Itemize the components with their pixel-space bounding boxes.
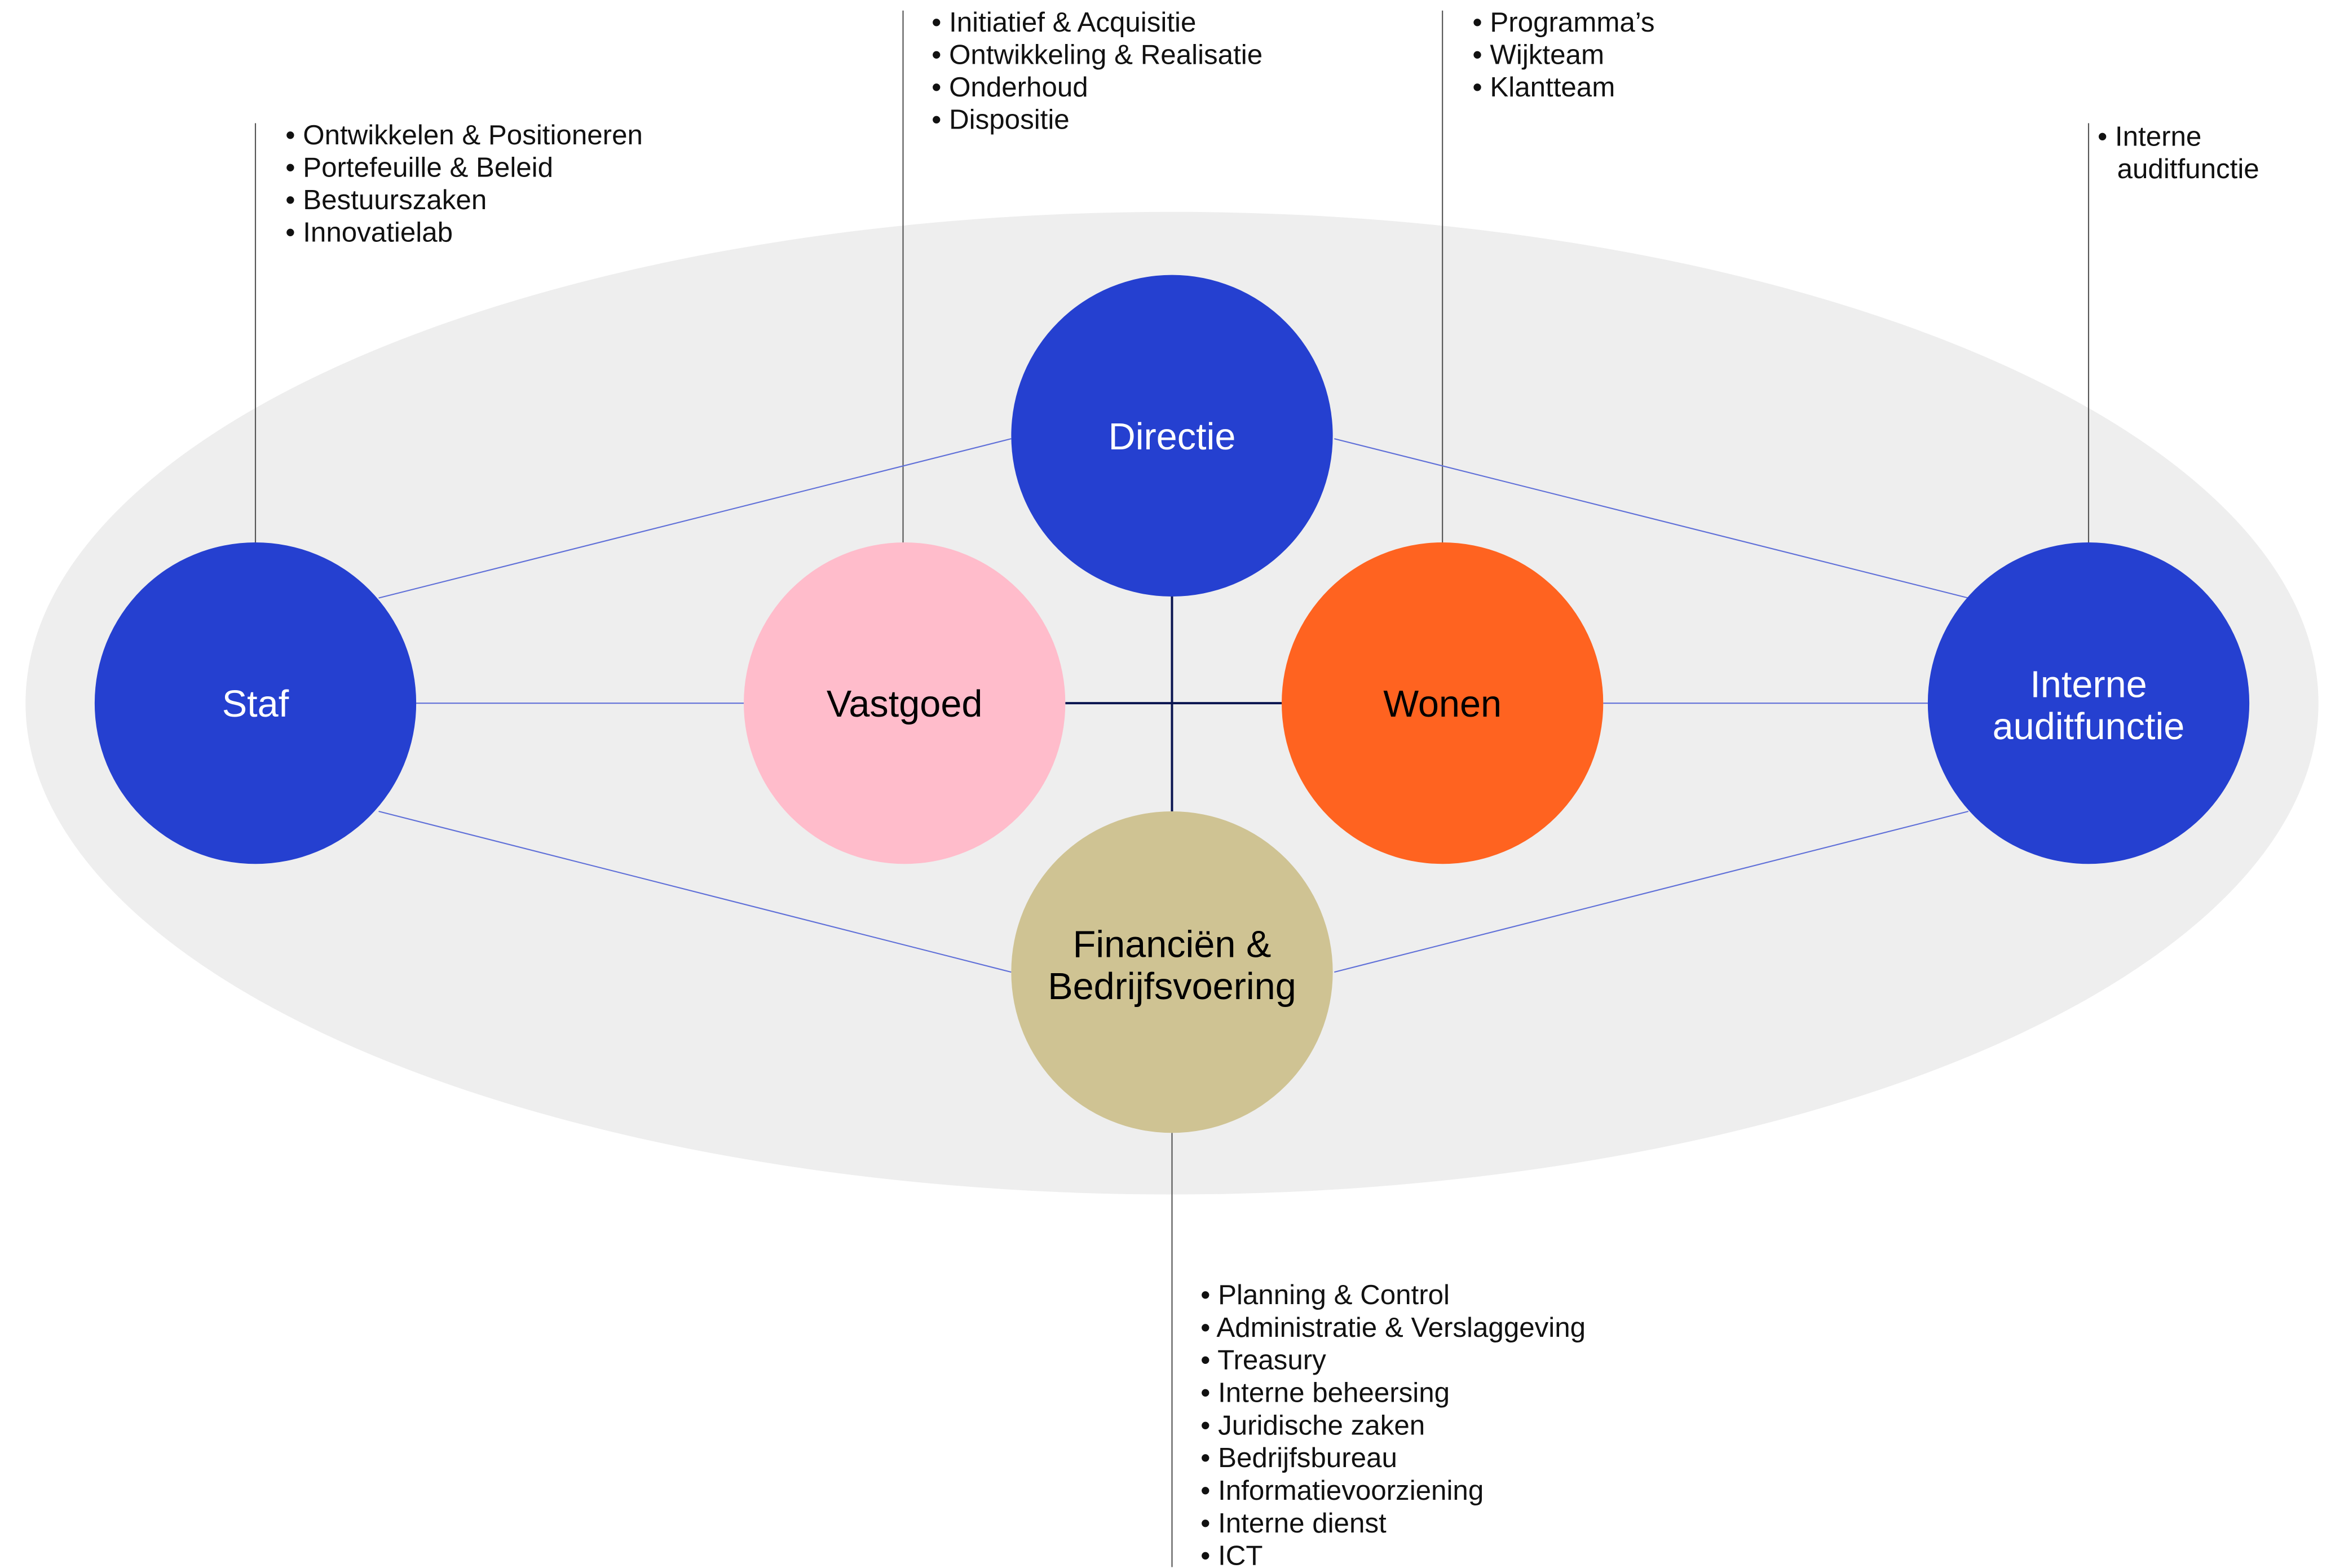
node-circle (1011, 811, 1333, 1133)
connector-directie-staf (378, 438, 1012, 599)
list-item: • Interne beheersing (1200, 1377, 1450, 1408)
list-item: • Administratie & Verslaggeving (1200, 1312, 1586, 1343)
list-item: • Interne (2098, 121, 2201, 152)
list-item: • Onderhoud (932, 72, 1088, 103)
list-item: auditfunctie (2117, 153, 2259, 184)
node-label: Directie (1109, 416, 1236, 458)
node-label: Wonen (1383, 683, 1502, 725)
node-staf[interactable]: Staf (94, 542, 417, 864)
node-interne-auditfunctie[interactable]: Interne auditfunctie (1927, 542, 2250, 864)
list-item: • Juridische zaken (1200, 1410, 1425, 1441)
list-staf: • Ontwikkelen & Positioneren • Portefeui… (285, 120, 643, 248)
callout-lines (254, 10, 2090, 1567)
node-vastgoed[interactable]: Vastgoed (744, 542, 1066, 864)
node-circle (1011, 275, 1333, 597)
node-circle (744, 542, 1066, 864)
node-label: Staf (222, 683, 289, 725)
list-wonen: • Programma’s • Wijkteam • Klantteam (1472, 7, 1654, 103)
central-cross (1065, 595, 1282, 813)
list-item: • Treasury (1200, 1345, 1326, 1376)
node-label-line: auditfunctie (1993, 706, 2185, 748)
list-item: • Planning & Control (1200, 1279, 1450, 1310)
node-circle (1282, 542, 1604, 864)
list-financien: • Planning & Control • Administratie & V… (1200, 1279, 1586, 1568)
node-circle (1927, 542, 2250, 864)
list-item: • Dispositie (932, 104, 1070, 135)
connectors (378, 438, 1969, 973)
list-item: • ICT (1200, 1540, 1263, 1568)
list-item: • Bestuurszaken (285, 184, 487, 215)
connector-directie-interne (1334, 438, 1969, 599)
list-item: • Programma’s (1472, 7, 1654, 38)
node-label-line: Interne (2030, 664, 2147, 705)
list-item: • Wijkteam (1472, 39, 1604, 70)
node-directie[interactable]: Directie (1011, 275, 1333, 597)
list-vastgoed: • Initiatief & Acquisitie • Ontwikkeling… (932, 7, 1263, 135)
connector-interne-financien (1334, 810, 1969, 973)
node-circle (94, 542, 417, 864)
node-label: Vastgoed (827, 683, 983, 725)
list-item: • Ontwikkeling & Realisatie (932, 39, 1263, 70)
list-item: • Innovatielab (285, 217, 453, 248)
list-item: • Klantteam (1472, 72, 1615, 103)
list-item: • Portefeuille & Beleid (285, 152, 553, 183)
node-wonen[interactable]: Wonen (1282, 542, 1604, 864)
list-item: • Interne dienst (1200, 1508, 1387, 1539)
connector-staf-financien (378, 810, 1012, 973)
node-label-line: Financiën & (1073, 924, 1272, 965)
list-item: • Bedrijfsbureau (1200, 1442, 1397, 1473)
list-interne: • Interne auditfunctie (2098, 121, 2259, 185)
node-label-line: Bedrijfsvoering (1048, 966, 1296, 1008)
list-item: • Ontwikkelen & Positioneren (285, 120, 643, 151)
node-financien-bedrijfsvoering[interactable]: Financiën & Bedrijfsvoering (1011, 811, 1333, 1133)
list-item: • Informatievoorziening (1200, 1475, 1484, 1506)
list-item: • Initiatief & Acquisitie (932, 7, 1196, 38)
